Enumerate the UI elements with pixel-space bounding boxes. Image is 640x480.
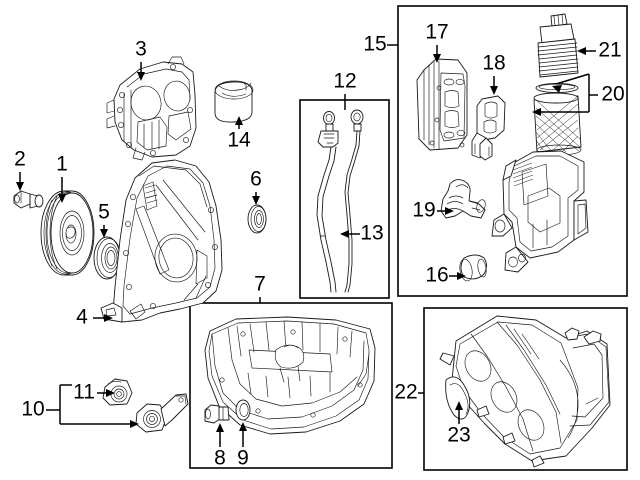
callout-13: 13 <box>360 222 383 245</box>
part-rear-seal-small <box>247 204 267 234</box>
part-intake-manifold-gasket-23 <box>445 376 471 420</box>
callout-20: 20 <box>601 83 624 106</box>
part-drain-plug-gasket-9 <box>235 399 251 421</box>
callout-21: 21 <box>598 39 621 62</box>
part-dipstick-tube-assembly <box>316 111 339 293</box>
callout-15: 15 <box>363 33 386 56</box>
part-oil-filler-cap <box>214 80 254 123</box>
callout-12: 12 <box>333 70 356 93</box>
part-timing-cover-upper <box>106 56 197 161</box>
callout-8: 8 <box>214 447 226 470</box>
part-oil-cooler-gasket-18 <box>471 95 506 161</box>
leader-lines <box>16 44 598 447</box>
part-oil-filter-housing-body <box>491 150 589 273</box>
part-intake-manifold-22 <box>439 315 611 468</box>
part-oil-spray-nozzle-11 <box>102 378 133 406</box>
callout-18: 18 <box>482 52 505 75</box>
part-oil-filter-element-20 <box>533 92 582 156</box>
callout-1: 1 <box>56 153 68 176</box>
callout-9: 9 <box>237 447 249 470</box>
callout-7: 7 <box>254 273 266 296</box>
part-crankshaft-pulley <box>40 190 95 276</box>
part-drain-plug-8 <box>204 404 230 424</box>
callout-16: 16 <box>425 264 448 287</box>
part-timing-cover-lower <box>100 159 223 323</box>
part-oil-return-hose-19 <box>440 179 486 219</box>
callout-23: 23 <box>447 424 470 447</box>
part-front-crankshaft-seal <box>93 236 122 280</box>
panel-dipstick <box>299 99 390 299</box>
part-oil-filter-cap-21 <box>537 13 579 78</box>
callout-11: 11 <box>73 381 95 404</box>
part-oil-cooler-17 <box>416 58 468 151</box>
callout-5: 5 <box>98 201 110 224</box>
part-dipstick-13 <box>344 109 364 293</box>
callout-22: 22 <box>394 381 417 404</box>
part-oil-nozzle-assembly-10 <box>135 393 189 433</box>
callout-4: 4 <box>76 306 88 329</box>
callout-3: 3 <box>135 38 147 61</box>
callout-6: 6 <box>250 168 262 191</box>
part-housing-seal-16 <box>459 254 487 282</box>
callout-19: 19 <box>412 199 435 222</box>
callout-2: 2 <box>14 148 26 171</box>
callout-17: 17 <box>425 21 448 44</box>
callout-10: 10 <box>21 398 44 421</box>
callout-numbers: 1 2 3 4 5 6 7 8 9 10 11 12 13 14 15 16 1… <box>14 21 625 470</box>
part-pulley-bolt <box>13 190 44 209</box>
callout-14: 14 <box>227 129 251 152</box>
